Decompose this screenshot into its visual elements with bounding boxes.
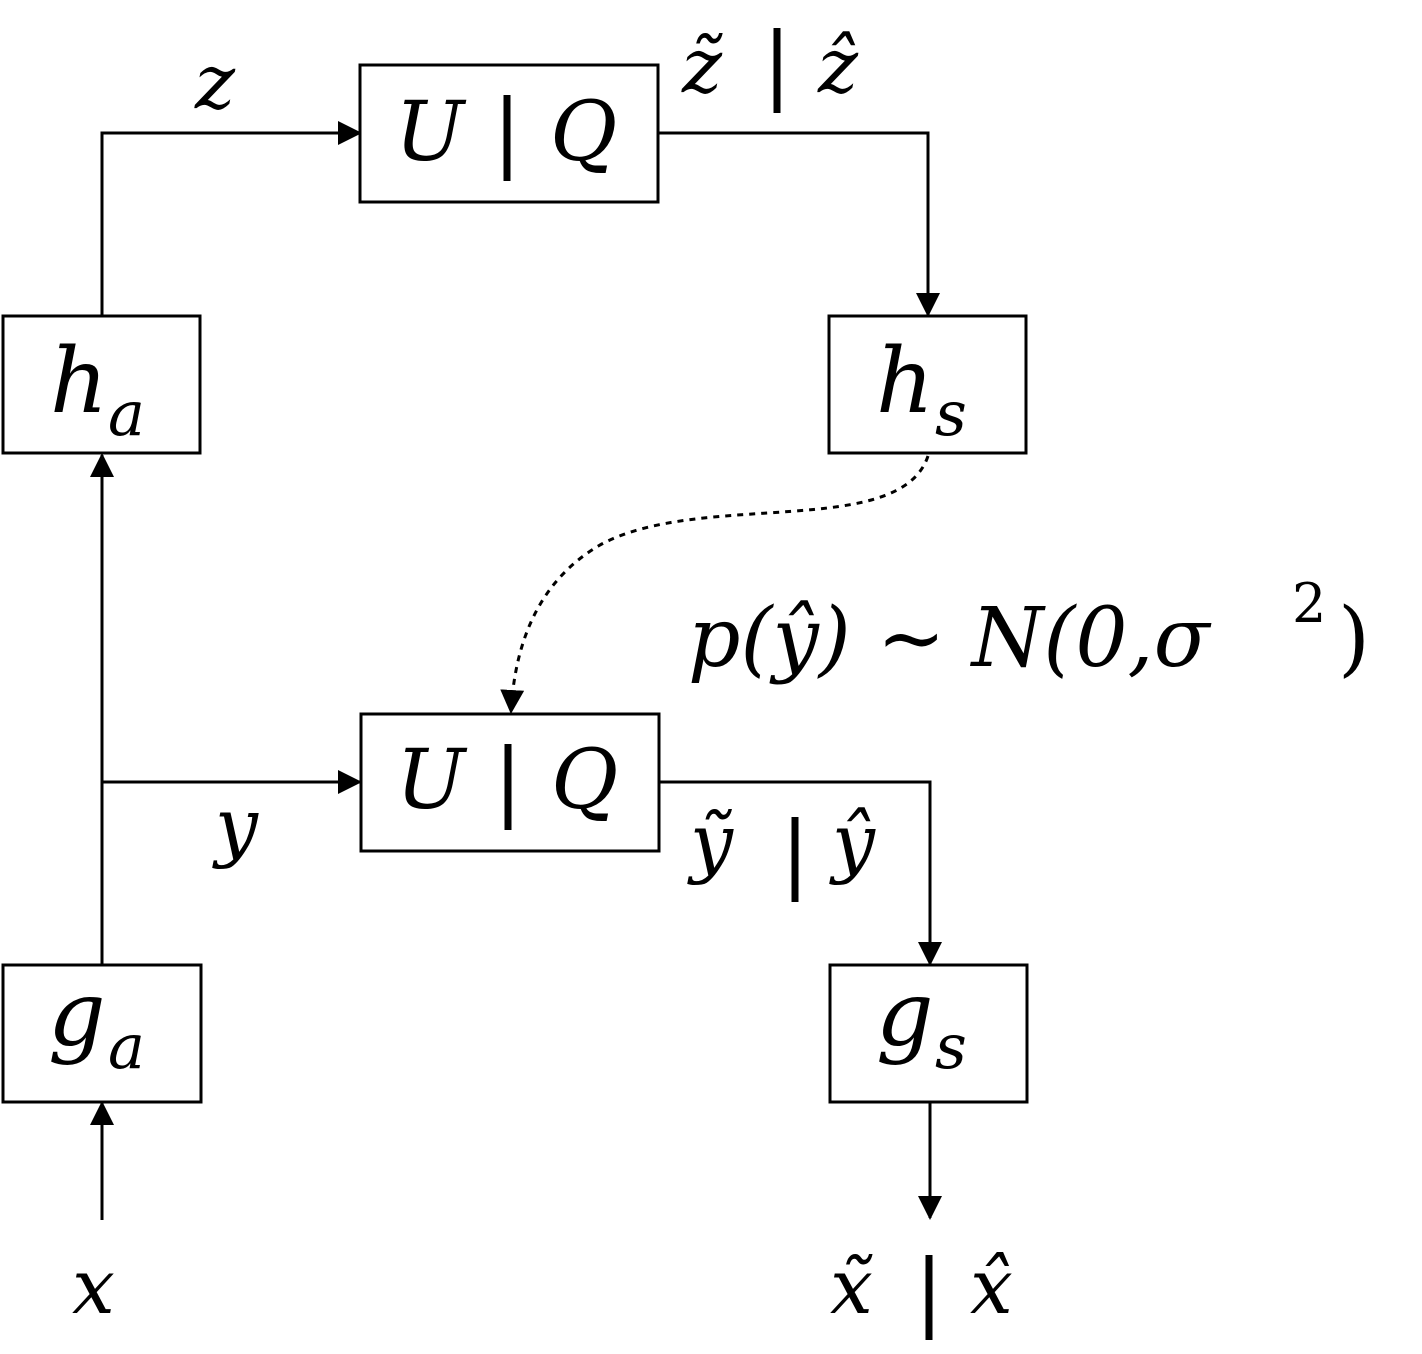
prior-formula-main: p(ŷ) ~ N(0,σ [688, 591, 1212, 686]
label-y-tilde-y-hat: ỹ ŷ [687, 797, 876, 902]
gs-sub: s [935, 1010, 967, 1083]
label-z-hat: ẑ [817, 21, 859, 110]
hs-sub: s [935, 377, 967, 450]
label-x-tilde-x-hat: x̃ x̂ [830, 1242, 1013, 1340]
node-uq-bottom: U Q [359, 712, 661, 853]
hs-main: h [876, 329, 934, 434]
ha-sub: a [108, 377, 145, 450]
prior-formula-close: ) [1338, 591, 1370, 686]
arrow-hs-to-uq-bottom-dotted [500, 455, 930, 714]
label-z-tilde-z-hat: z̃ ẑ [681, 21, 859, 113]
gs-main: g [876, 962, 934, 1067]
label-y-tilde: ỹ [687, 797, 734, 886]
connectors [90, 121, 942, 1220]
label-x: x [72, 1242, 115, 1331]
uq-top-q: Q [550, 85, 617, 180]
label-z: z [194, 37, 236, 126]
arrow-uq-top-to-hs [658, 131, 940, 317]
prior-formula: p(ŷ) ~ N(0,σ 2 ) [688, 572, 1370, 686]
node-gs: g s [828, 962, 1029, 1104]
node-uq-top: U Q [358, 63, 660, 204]
ha-main: h [50, 329, 108, 434]
node-ha: h a [1, 314, 202, 455]
prior-formula-exponent: 2 [1292, 572, 1326, 635]
node-hs: h s [827, 314, 1028, 455]
label-y: y [212, 781, 259, 870]
uq-top-u: U [395, 85, 467, 180]
label-x-hat: x̂ [970, 1242, 1013, 1331]
ga-sub: a [108, 1010, 145, 1083]
arrow-uq-bottom-to-gs [659, 780, 942, 966]
arrow-ha-to-uq-top [100, 121, 362, 315]
uq-bottom-q: Q [551, 733, 618, 828]
label-y-hat: ŷ [829, 797, 876, 886]
label-z-tilde: z̃ [681, 21, 723, 110]
ga-main: g [48, 962, 106, 1067]
uq-bottom-u: U [396, 733, 468, 828]
node-ga: g a [1, 962, 203, 1104]
label-x-tilde: x̃ [830, 1242, 873, 1331]
